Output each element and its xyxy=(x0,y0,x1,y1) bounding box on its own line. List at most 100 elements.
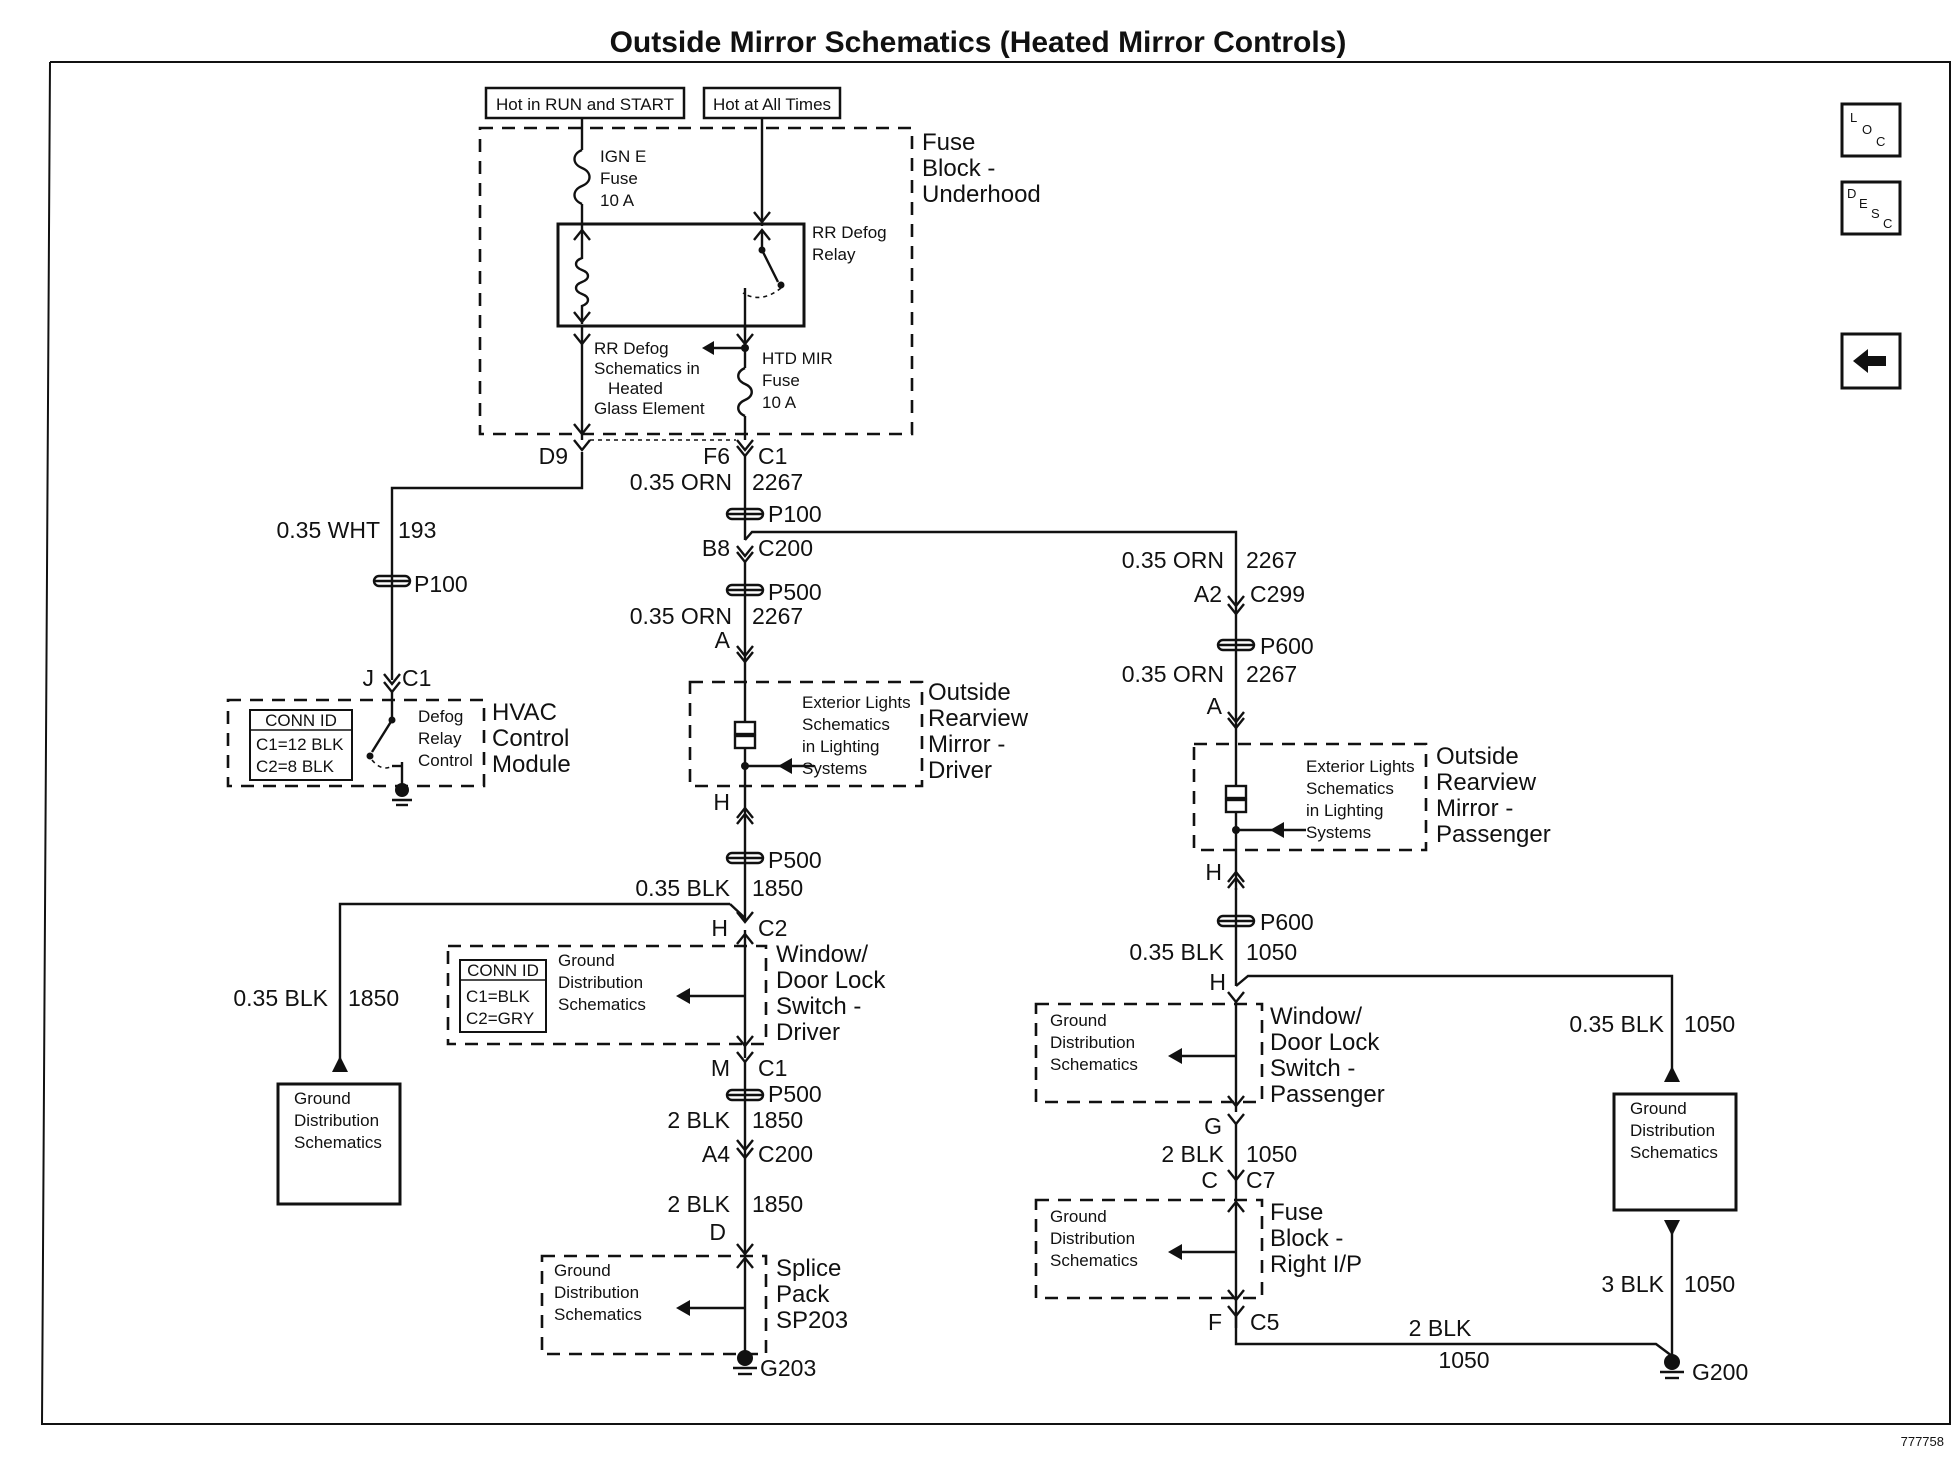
connector-a-passenger: A xyxy=(1207,693,1223,719)
hot-all-times-label: Hot at All Times xyxy=(713,95,831,114)
ground-left-3: Schematics xyxy=(294,1133,382,1152)
switch-conn-id: CONN ID xyxy=(467,961,539,980)
passenger-wire: 0.35 ORN 2267 A2 C299 P600 0.35 ORN 2267… xyxy=(1122,547,1314,730)
circuit-2267-b: 2267 xyxy=(752,603,803,629)
connector-c1-label: C1 xyxy=(758,443,787,469)
relay-label-1: RR Defog xyxy=(812,223,887,242)
ground-right-1: Ground xyxy=(1630,1099,1687,1118)
hvac-conn-c1: C1=12 BLK xyxy=(256,735,344,754)
ground-g200-icon xyxy=(1660,1354,1684,1380)
fuse-block-boundary xyxy=(478,126,914,436)
wire-color-orn-a: 0.35 ORN xyxy=(630,469,732,495)
hvac-branch: 0.35 WHT 193 P100 J C1 xyxy=(276,452,584,694)
circuit-1050-a: 1050 xyxy=(1246,939,1297,965)
ign-fuse-label-2: Fuse xyxy=(600,169,638,188)
wire-color-2blk-c: 2 BLK xyxy=(1161,1141,1224,1167)
circuit-2267-c: 2267 xyxy=(1246,547,1297,573)
ground-right-3: Schematics xyxy=(1630,1143,1718,1162)
htd-mir-fuse-icon xyxy=(737,366,753,418)
connector-c200-b: C200 xyxy=(758,1141,813,1167)
rr-defog-ref-3: Heated xyxy=(608,379,663,398)
switch-driver-name-4: Driver xyxy=(776,1019,840,1046)
switch-driver-ref-1: Ground xyxy=(558,951,615,970)
circuit-1850-d: 1850 xyxy=(752,1191,803,1217)
switch-pass-ref-2: Distribution xyxy=(1050,1033,1135,1052)
hvac-conn-id: CONN ID xyxy=(265,711,337,730)
driver-mirror-ref-3: in Lighting xyxy=(802,737,880,756)
ign-fuse-label-3: 10 A xyxy=(600,191,635,210)
fuse-ip-name-3: Right I/P xyxy=(1270,1251,1362,1278)
splice-pack-name-1: Splice xyxy=(776,1255,841,1282)
circuit-193: 193 xyxy=(398,517,436,543)
window-switch-passenger: Ground Distribution Schematics Window/ D… xyxy=(1034,1002,1385,1112)
switch-driver-name-2: Door Lock xyxy=(776,967,886,994)
splice-pack-sp203: Ground Distribution Schematics Splice Pa… xyxy=(540,1254,848,1381)
connector-f: F xyxy=(1208,1309,1222,1335)
pass-mirror-name-1: Outside xyxy=(1436,743,1519,770)
connector-h-wds: H xyxy=(1209,969,1226,995)
circuit-1850-a: 1850 xyxy=(752,875,803,901)
left-arrow-icon xyxy=(1853,349,1886,373)
splice-p500-a-label: P500 xyxy=(768,579,822,605)
fuse-ip-ref-2: Distribution xyxy=(1050,1229,1135,1248)
splice-p500-c-label: P500 xyxy=(768,1081,822,1107)
outside-mirror-passenger: Exterior Lights Schematics in Lighting S… xyxy=(1192,728,1551,890)
connector-a-driver: A xyxy=(715,627,731,653)
rr-defog-ref-2: Schematics in xyxy=(594,359,700,378)
circuit-1050-c: 1050 xyxy=(1246,1141,1297,1167)
back-button[interactable] xyxy=(1840,332,1902,390)
pass-mirror-name-3: Mirror - xyxy=(1436,795,1513,822)
window-switch-driver: CONN ID C1=BLK C2=GRY Ground Distributio… xyxy=(446,930,886,1058)
desc-button[interactable]: D E S C xyxy=(1840,180,1902,236)
driver-mirror-name-2: Rearview xyxy=(928,705,1029,732)
driver-mirror-name-1: Outside xyxy=(928,679,1011,706)
wire-color-orn-c: 0.35 ORN xyxy=(1122,547,1224,573)
rr-defog-ref-4: Glass Element xyxy=(594,399,705,418)
connector-c7: C7 xyxy=(1246,1167,1275,1193)
ground-right-2: Distribution xyxy=(1630,1121,1715,1140)
loc-label-c: C xyxy=(1876,134,1885,149)
connector-c1-m: C1 xyxy=(758,1055,787,1081)
pass-mirror-ref-4: Systems xyxy=(1306,823,1371,842)
connector-j: J xyxy=(363,665,375,691)
loc-label: L xyxy=(1850,110,1857,125)
wire-color-orn-d: 0.35 ORN xyxy=(1122,661,1224,687)
ground-distribution-left: Ground Distribution Schematics xyxy=(276,1082,402,1206)
circuit-1050-b: 1050 xyxy=(1684,1011,1735,1037)
wire-color-3blk: 3 BLK xyxy=(1601,1271,1664,1297)
connector-c5: C5 xyxy=(1250,1309,1279,1335)
passenger-c7-chain: G 2 BLK 1050 C C7 xyxy=(1161,1113,1297,1196)
connector-a2: A2 xyxy=(1194,581,1222,607)
pass-mirror-ref-1: Exterior Lights xyxy=(1306,757,1415,776)
ground-g203-label: G203 xyxy=(760,1355,816,1381)
fuse-block-name-1: Fuse xyxy=(922,129,975,156)
passenger-ground-wire: P600 0.35 BLK 1050 H 0.35 BLK 1050 xyxy=(1129,888,1735,1082)
ground-symbol-icon xyxy=(392,783,412,807)
switch-conn-c1: C1=BLK xyxy=(466,987,530,1006)
wire-color-2blk-a: 2 BLK xyxy=(667,1107,730,1133)
loc-button[interactable]: L O C xyxy=(1840,102,1902,158)
loc-label-o: O xyxy=(1862,122,1872,137)
switch-driver-ref-2: Distribution xyxy=(558,973,643,992)
relay-label-2: Relay xyxy=(812,245,856,264)
wire-color-orn-b: 0.35 ORN xyxy=(630,603,732,629)
connector-g: G xyxy=(1204,1113,1222,1139)
switch-conn-c2: C2=GRY xyxy=(466,1009,534,1028)
htd-fuse-label-2: Fuse xyxy=(762,371,800,390)
fuse-ip-name-1: Fuse xyxy=(1270,1199,1323,1226)
switch-pass-ref-1: Ground xyxy=(1050,1011,1107,1030)
connector-a4: A4 xyxy=(702,1141,730,1167)
splice-pack-ref-2: Distribution xyxy=(554,1283,639,1302)
hvac-conn-c2: C2=8 BLK xyxy=(256,757,335,776)
switch-pass-name-3: Switch - xyxy=(1270,1055,1355,1082)
desc-label-c: C xyxy=(1883,216,1892,231)
hvac-conn-id-box xyxy=(249,709,353,781)
hvac-name-2: Control xyxy=(492,725,569,752)
splice-pack-ref-3: Schematics xyxy=(554,1305,642,1324)
doc-number: 777758 xyxy=(1901,1434,1944,1449)
splice-p600-a-label: P600 xyxy=(1260,633,1314,659)
outer-frame xyxy=(40,61,1951,1425)
fuse-block-name-3: Underhood xyxy=(922,181,1041,208)
desc-label-s: S xyxy=(1871,206,1880,221)
